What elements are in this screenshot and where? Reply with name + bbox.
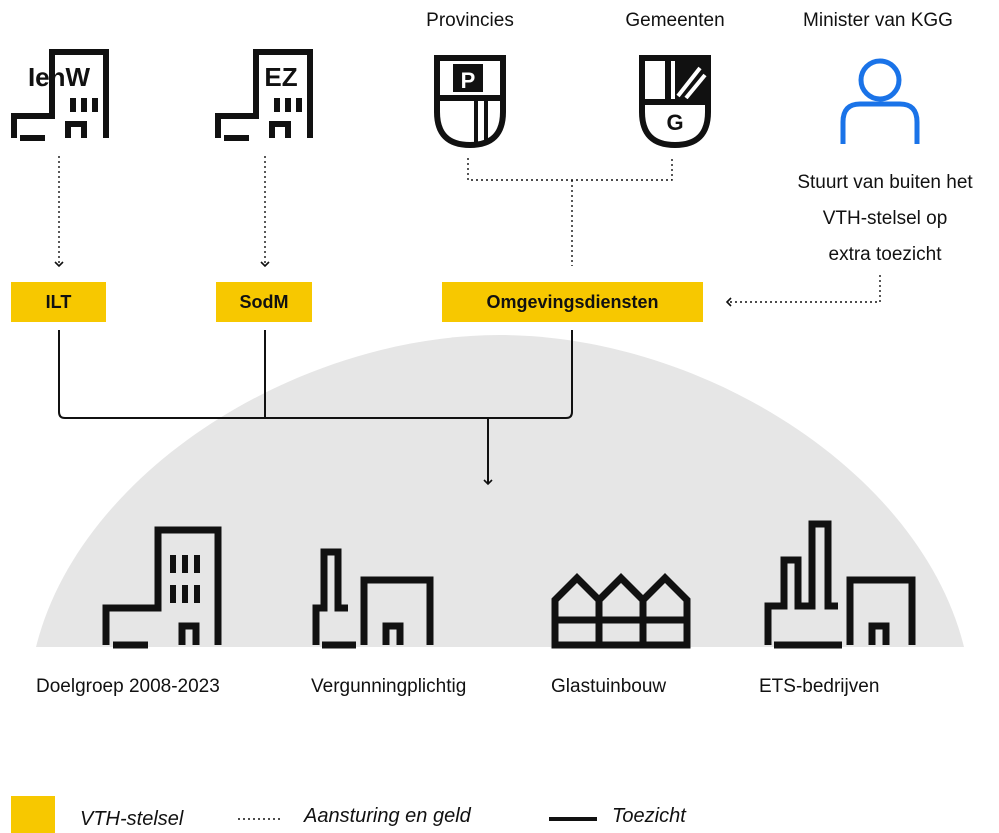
control-lines — [54, 156, 881, 307]
province-shield-letter: P — [461, 68, 476, 93]
ministry-building-icon — [215, 49, 313, 141]
minister-note-line: extra toezicht — [828, 244, 942, 265]
glastuinbouw-label: Glastuinbouw — [551, 676, 667, 697]
supervision-lines — [58, 330, 573, 486]
ministry-building-icon — [11, 49, 109, 141]
gemeenten-label: Gemeenten — [625, 10, 725, 31]
industrial-plant-icon — [764, 520, 916, 649]
minister-label: Minister van KGG — [803, 10, 953, 31]
municipality-shield-icon — [639, 55, 711, 149]
factory-icon — [312, 548, 434, 649]
ets-label: ETS-bedrijven — [759, 676, 880, 697]
legend-vth-label: VTH-stelsel — [80, 808, 184, 830]
legend-aansturing-label: Aansturing en geld — [304, 805, 471, 827]
omgevingsdiensten-box: Omgevingsdiensten — [442, 282, 703, 322]
legend-vth-swatch — [11, 796, 55, 833]
sodm-box: SodM — [216, 282, 312, 322]
office-windows — [170, 555, 200, 603]
province-shield-icon — [434, 55, 506, 149]
doelgroep-label: Doelgroep 2008-2023 — [36, 676, 220, 697]
ienw-icon-text: IenW — [28, 62, 91, 92]
municipality-shield-letter: G — [666, 110, 683, 135]
greenhouse-icon — [551, 573, 691, 649]
target-area-dome — [36, 335, 964, 647]
minister-note: Stuurt van buiten het VTH-stelsel op ext… — [797, 165, 972, 273]
vergunningplichtig-label: Vergunningplichtig — [311, 676, 467, 697]
ez-icon-text: EZ — [264, 62, 297, 92]
minister-note-line: VTH-stelsel op — [822, 208, 948, 229]
legend-toezicht-label: Toezicht — [612, 805, 686, 827]
provincies-label: Provincies — [426, 10, 514, 31]
minister-person-icon — [840, 58, 920, 144]
ilt-box: ILT — [11, 282, 106, 322]
minister-note-line: Stuurt van buiten het — [797, 172, 973, 193]
office-building-icon — [102, 526, 222, 649]
